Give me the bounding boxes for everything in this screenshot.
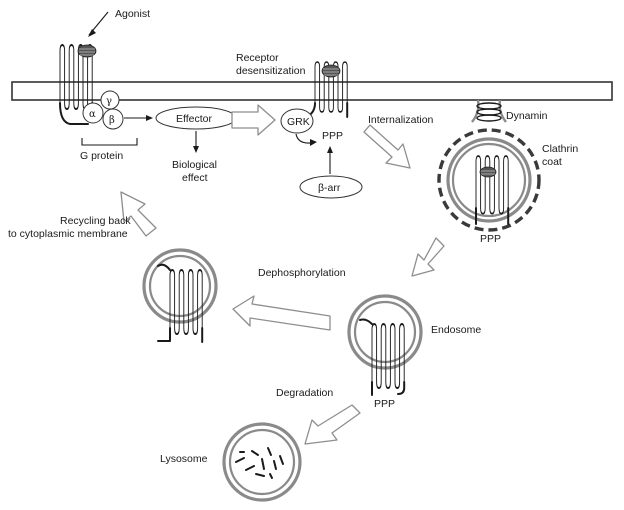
vesicle-outer-ring (446, 137, 532, 223)
internalization-label: Internalization (368, 114, 434, 126)
vesicle-inner-ring (451, 142, 527, 218)
lysosome-label: Lysosome (160, 453, 208, 465)
flow-arrow-desensitization (231, 104, 276, 136)
receptor-endosome (359, 318, 406, 396)
lysosome-inner-ring (228, 428, 296, 496)
agonist-label: Agonist (115, 8, 150, 20)
agonist-pointer-head (88, 29, 96, 37)
clathrin-label-line2: coat (542, 156, 562, 168)
g-protein-label: G protein (80, 150, 123, 162)
dynamin-label: Dynamin (506, 110, 548, 122)
beta-arrestin-label: β-arr (318, 182, 341, 194)
degradation-label: Degradation (276, 387, 333, 399)
receptor-desensitization-line2: desensitization (236, 65, 306, 77)
receptor-recycling (157, 263, 204, 343)
alpha-label: α (89, 109, 96, 120)
lysosome-outer-ring (222, 422, 302, 502)
beta-subunit (102, 108, 124, 130)
dephosphorylation-label: Dephosphorylation (258, 267, 346, 279)
endosome-label: Endosome (431, 324, 481, 336)
g-protein-bracket (81, 138, 138, 146)
flow-arrow-degradation (304, 404, 361, 445)
receptor-internalized (475, 155, 510, 225)
agonist-ligand (77, 44, 97, 58)
grk-phosphorylation-arrow (295, 133, 312, 144)
beta-arrestin-oval (299, 175, 363, 199)
recycling-label-line1: Recycling back (60, 215, 131, 227)
endosome-inner-ring (353, 300, 417, 364)
flow-arrow-internalization (363, 124, 411, 169)
degraded-fragments (235, 447, 284, 479)
dynamin-ring (476, 102, 502, 122)
effector-label: Effector (176, 113, 212, 125)
biological-effect-line1: Biological (172, 159, 217, 171)
recycling-label-line2: to cytoplasmic membrane (8, 228, 128, 240)
agonist-ligand-2 (321, 64, 341, 78)
biological-effect-line2: effect (182, 172, 208, 184)
gamma-label: γ (106, 96, 112, 107)
g-protein: γ α β (82, 90, 124, 130)
endosome-outer-ring (347, 294, 423, 370)
flow-arrow-dephosphorylation (232, 295, 331, 331)
ppp-vesicle-label: PPP (480, 233, 501, 245)
plasma-membrane (11, 81, 613, 101)
grk-oval (280, 108, 314, 134)
flow-arrow-to-endosome (411, 237, 445, 277)
clathrin-coat (437, 128, 541, 232)
agonist-ligand-3 (479, 166, 497, 178)
recycling-vesicle-inner-ring (148, 254, 212, 318)
flow-arrow-recycling (120, 191, 157, 237)
receptor-desensitization-line1: Receptor (236, 52, 279, 64)
clathrin-label-line1: Clathrin (542, 143, 578, 155)
alpha-subunit (82, 102, 104, 124)
grk-label: GRK (287, 116, 310, 128)
ppp-endosome-label: PPP (374, 398, 395, 410)
ppp-membrane-label: PPP (322, 130, 343, 142)
beta-label: β (109, 115, 115, 126)
recycling-vesicle-outer-ring (142, 248, 218, 324)
